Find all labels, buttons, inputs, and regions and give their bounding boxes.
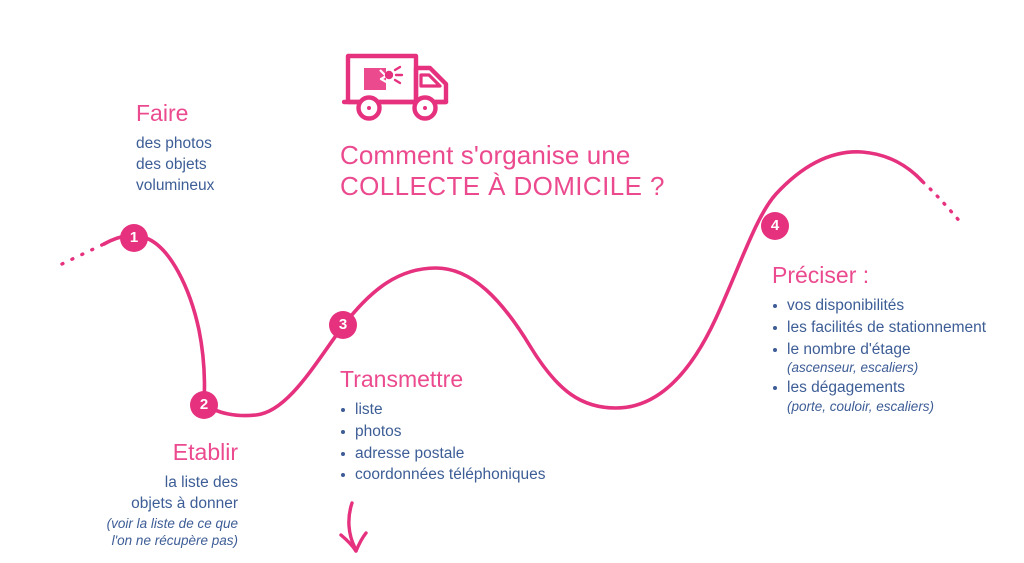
- list-item: adresse postale: [340, 444, 545, 465]
- list-item-sublabel: (porte, couloir, escaliers): [787, 398, 935, 414]
- down-arrow: [339, 501, 368, 553]
- step-badge-4[interactable]: 4: [761, 212, 789, 240]
- list-item: vos disponibilités: [772, 296, 1002, 317]
- list-item: coordonnées téléphoniques: [340, 465, 545, 486]
- block-transmettre-title: Transmettre: [340, 366, 464, 392]
- list-item: les dégagements (porte, couloir, escalie…: [772, 378, 1002, 415]
- block-preciser-title: Préciser :: [772, 262, 870, 288]
- block-transmettre: Transmettre liste photos adresse postale…: [340, 366, 545, 487]
- delivery-truck-icon: [342, 53, 449, 121]
- block-faire-title: Faire: [136, 100, 189, 126]
- list-item-label: adresse postale: [355, 444, 465, 462]
- list-item: photos: [340, 422, 545, 443]
- step-badge-3[interactable]: 3: [329, 311, 357, 339]
- list-item-sublabel: (ascenseur, escaliers): [787, 360, 919, 376]
- header-group: Comment s'organise une COLLECTE À DOMICI…: [340, 48, 665, 202]
- list-item: le nombre d'étage (ascenseur, escaliers): [772, 340, 1002, 377]
- list-item-label: photos: [355, 423, 402, 441]
- dotted-left-tail: [60, 241, 108, 266]
- block-etablir-note: (voir la liste de ce que l'on ne récupèr…: [30, 515, 238, 550]
- list-item: les facilités de stationnement: [772, 318, 1002, 339]
- list-item-label: le nombre d'étage: [787, 340, 911, 358]
- block-faire-line: des photos: [136, 135, 212, 153]
- dotted-right-tail: [921, 180, 964, 226]
- list-item-label: les dégagements: [787, 379, 906, 397]
- list-item: liste: [340, 400, 545, 421]
- page-title-line-1: Comment s'organise une: [340, 140, 631, 170]
- page-title-line-2: COLLECTE À DOMICILE ?: [340, 171, 665, 202]
- block-transmettre-list: liste photos adresse postale coordonnées…: [340, 400, 545, 485]
- block-faire-body: des photos des objets volumineux: [136, 134, 214, 196]
- block-preciser-list: vos disponibilités les facilités de stat…: [772, 296, 1002, 415]
- block-etablir-note-line: (voir la liste de ce que: [106, 515, 238, 531]
- block-etablir: Etablir la liste des objets à donner (vo…: [30, 439, 238, 550]
- block-faire-line: volumineux: [136, 176, 215, 194]
- step-badge-2[interactable]: 2: [190, 391, 218, 419]
- list-item-label: les facilités de stationnement: [787, 319, 987, 337]
- block-faire-line: des objets: [136, 156, 207, 174]
- block-etablir-title: Etablir: [172, 439, 238, 465]
- list-item-label: coordonnées téléphoniques: [355, 466, 546, 484]
- block-preciser: Préciser : vos disponibilités les facili…: [772, 262, 1002, 417]
- block-etablir-body: la liste des objets à donner: [30, 473, 238, 514]
- block-faire: Faire des photos des objets volumineux: [136, 100, 214, 196]
- list-item-label: vos disponibilités: [787, 297, 905, 315]
- block-etablir-line: la liste des: [164, 474, 238, 492]
- page-title: Comment s'organise une COLLECTE À DOMICI…: [340, 140, 665, 202]
- block-etablir-note-line: l'on ne récupère pas): [111, 533, 238, 549]
- step-badge-1[interactable]: 1: [120, 224, 148, 252]
- block-etablir-line: objets à donner: [131, 495, 238, 513]
- list-item-label: liste: [355, 401, 383, 419]
